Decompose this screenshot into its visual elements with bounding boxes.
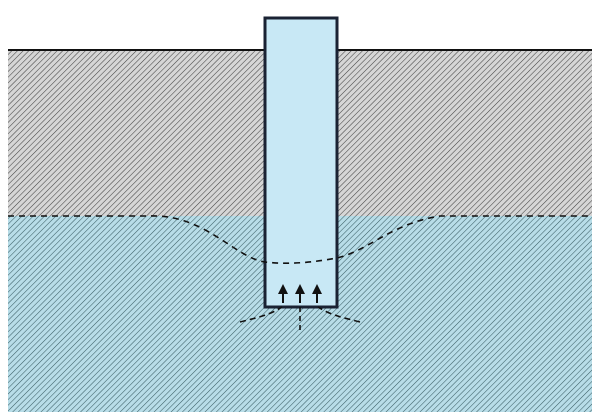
flow-line-left [239, 306, 283, 323]
flow-line-right [317, 306, 361, 323]
well-casing [263, 16, 339, 309]
water-table-with-cone-of-depression [8, 215, 592, 264]
inflow-arrows [278, 284, 322, 303]
